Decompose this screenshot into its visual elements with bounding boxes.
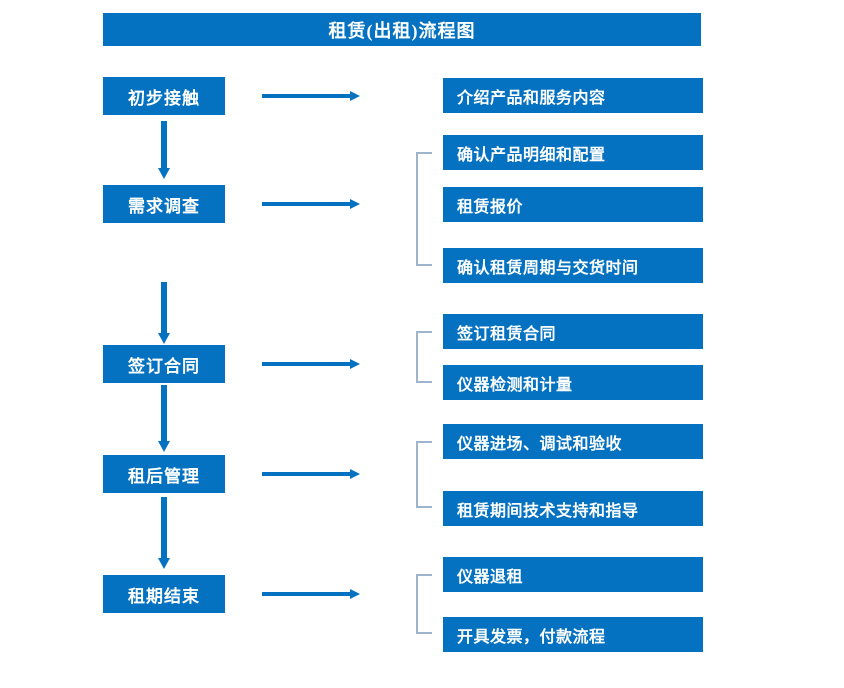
connector-arrow-right-4 — [262, 469, 360, 479]
group-bracket-2 — [416, 152, 432, 266]
detail-node-2-3: 确认租赁周期与交货时间 — [443, 248, 703, 283]
group-bracket-3 — [416, 331, 432, 383]
arrow-head-icon — [350, 589, 360, 599]
arrow-stem — [161, 282, 167, 333]
connector-arrow-down-1 — [158, 121, 170, 179]
arrow-stem — [161, 497, 167, 558]
arrow-head-icon — [158, 168, 170, 179]
arrow-stem — [262, 202, 350, 206]
arrow-head-icon — [158, 558, 170, 569]
connector-arrow-right-3 — [262, 359, 360, 369]
connector-arrow-down-3 — [158, 385, 170, 452]
connector-arrow-down-2 — [158, 282, 170, 344]
stage-node-2: 需求调查 — [103, 185, 225, 223]
arrow-head-icon — [350, 359, 360, 369]
arrow-head-icon — [350, 199, 360, 209]
detail-node-4-1: 仪器进场、调试和验收 — [443, 424, 703, 459]
detail-node-2-2: 租赁报价 — [443, 187, 703, 222]
arrow-stem — [262, 362, 350, 366]
stage-node-3: 签订合同 — [103, 345, 225, 383]
arrow-stem — [262, 472, 350, 476]
arrow-head-icon — [158, 333, 170, 344]
group-bracket-5 — [416, 574, 432, 634]
arrow-stem — [262, 592, 350, 596]
detail-node-5-2: 开具发票，付款流程 — [443, 617, 703, 652]
connector-arrow-down-4 — [158, 497, 170, 569]
arrow-stem — [262, 94, 350, 98]
detail-node-5-1: 仪器退租 — [443, 557, 703, 592]
arrow-head-icon — [158, 441, 170, 452]
connector-arrow-right-1 — [262, 91, 360, 101]
connector-arrow-right-2 — [262, 199, 360, 209]
detail-node-1-1: 介绍产品和服务内容 — [443, 78, 703, 113]
group-bracket-4 — [416, 441, 432, 508]
stage-node-1: 初步接触 — [103, 77, 225, 115]
detail-node-3-1: 签订租赁合同 — [443, 314, 703, 349]
stage-node-4: 租后管理 — [103, 455, 225, 493]
arrow-head-icon — [350, 469, 360, 479]
arrow-stem — [161, 385, 167, 441]
detail-node-3-2: 仪器检测和计量 — [443, 365, 703, 400]
connector-arrow-right-5 — [262, 589, 360, 599]
arrow-stem — [161, 121, 167, 168]
arrow-head-icon — [350, 91, 360, 101]
diagram-title: 租赁(出租)流程图 — [103, 13, 701, 46]
detail-node-2-1: 确认产品明细和配置 — [443, 135, 703, 170]
detail-node-4-2: 租赁期间技术支持和指导 — [443, 491, 703, 526]
stage-node-5: 租期结束 — [103, 575, 225, 613]
